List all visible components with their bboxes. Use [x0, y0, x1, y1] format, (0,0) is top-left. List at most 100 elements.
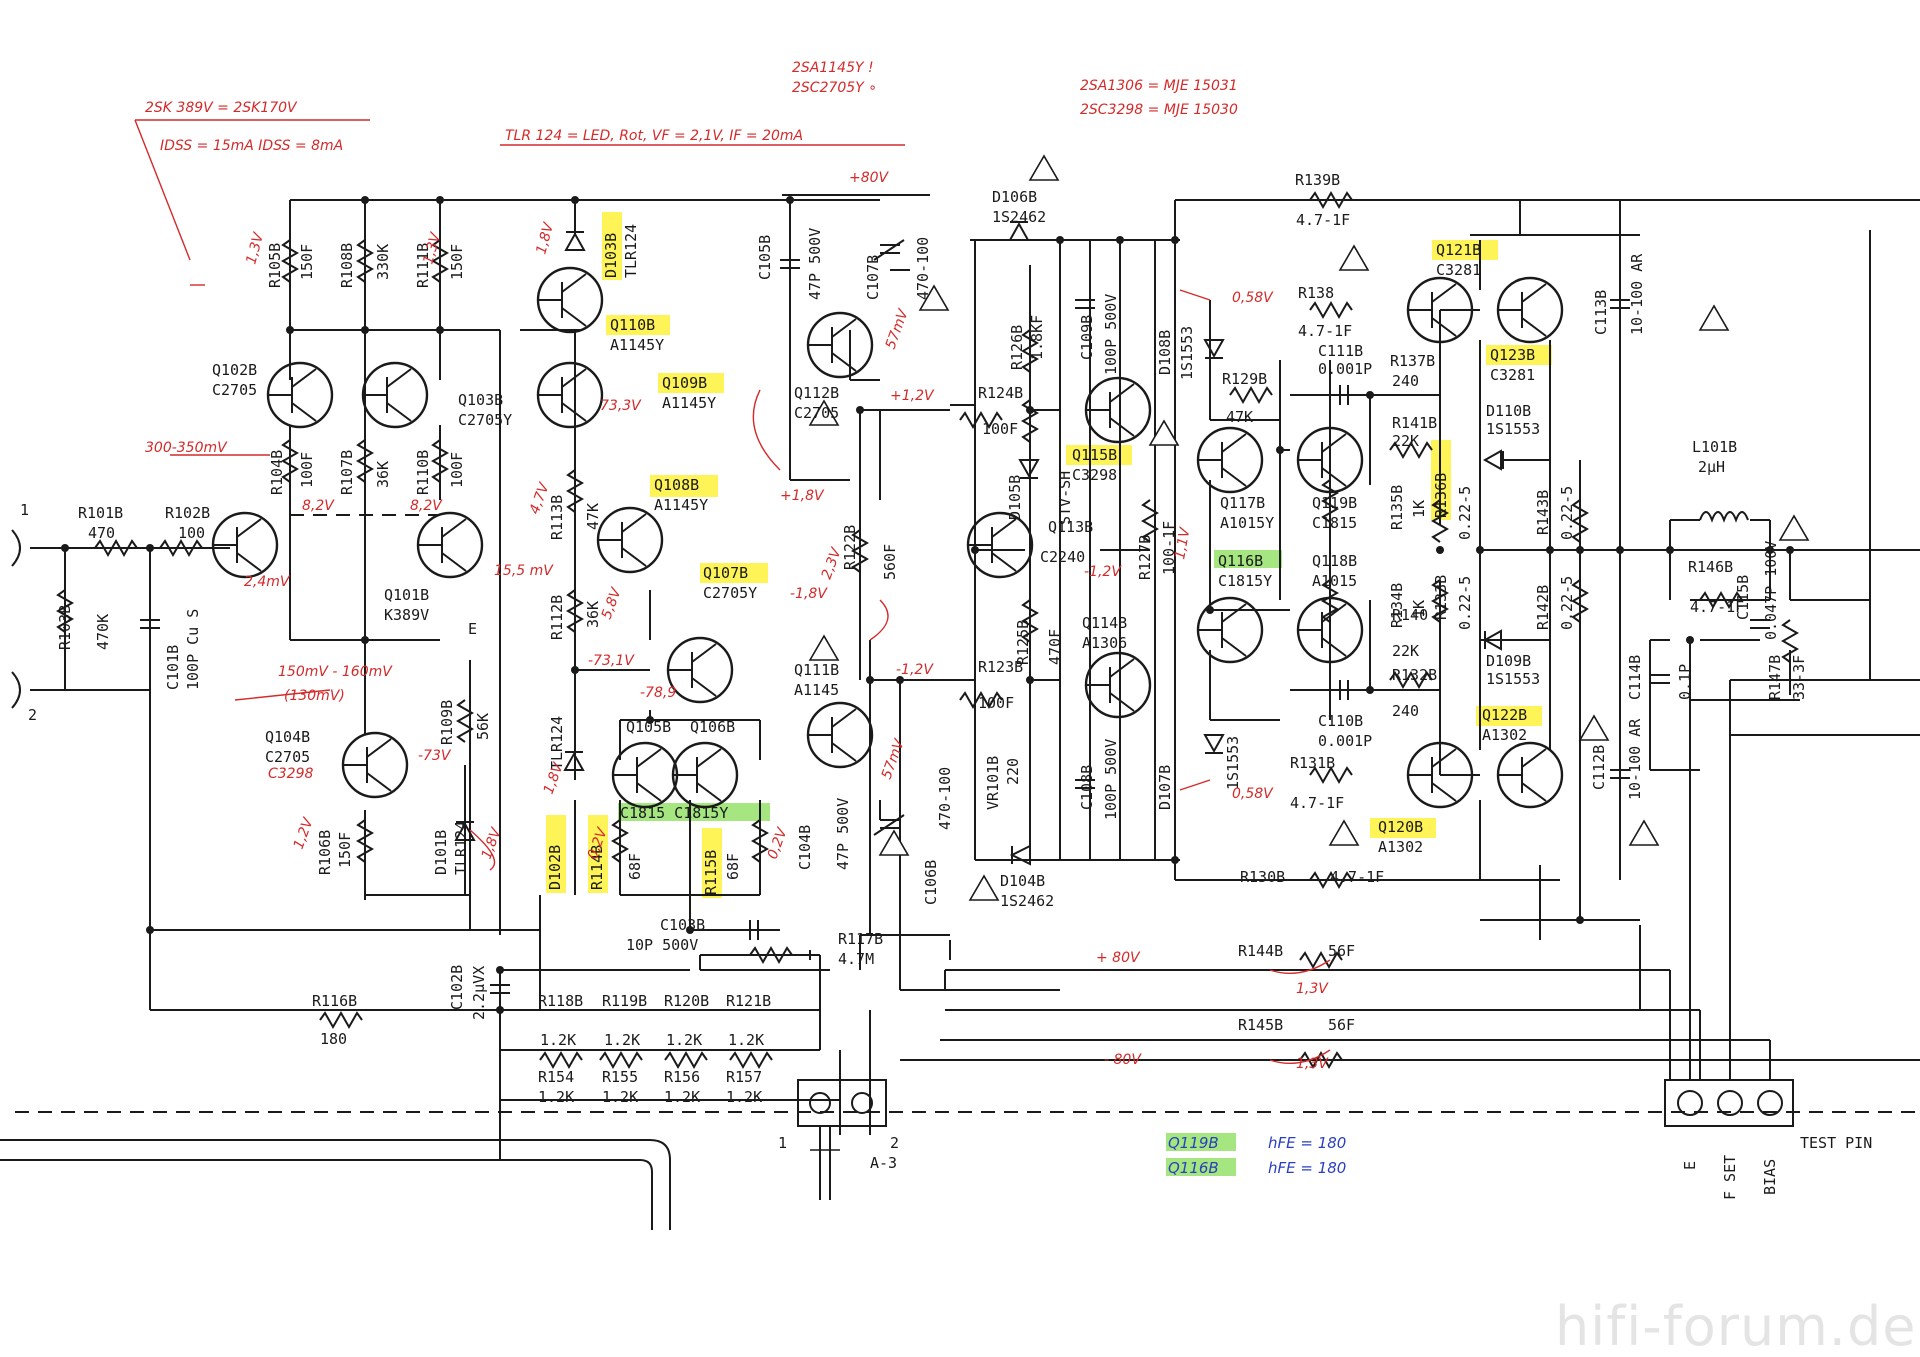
- c107b-val: 470-100: [914, 237, 932, 300]
- q113b-ref: Q113B: [1048, 518, 1093, 536]
- q119b-ref: Q119B: [1312, 494, 1357, 512]
- d103b-ref: D103B: [602, 233, 620, 278]
- voltage-v22: +1,8V: [780, 488, 825, 504]
- voltage-v18: 1,8V: [479, 825, 505, 862]
- voltage-v21: 0,2V: [765, 825, 791, 862]
- q108b-ref: Q108B: [654, 476, 699, 494]
- c114b-val: 0.1P: [1676, 664, 1694, 700]
- q122b-ref: Q122B: [1482, 706, 1527, 724]
- c113b-val: 10-100 AR: [1628, 253, 1646, 335]
- note-tlr: TLR 124 = LED, Rot, VF = 2,1V, IF = 20mA: [505, 128, 803, 144]
- q108b-symbol: [596, 506, 664, 574]
- rail-neg-label: - 80V: [1104, 1052, 1142, 1068]
- r118b-val: 1.2K: [540, 1031, 576, 1049]
- r130b-ref: R130B: [1240, 868, 1285, 886]
- r107b-val: 36K: [374, 461, 392, 488]
- d109b-ref: D109B: [1486, 652, 1531, 670]
- q118b-ref: Q118B: [1312, 552, 1357, 570]
- q118b-val: A1015: [1312, 572, 1357, 590]
- voltage-v11: 5,8V: [599, 585, 625, 622]
- r117b-val: 4.7M: [838, 950, 874, 968]
- r106b-val: 150F: [336, 832, 354, 868]
- r144b-val: 56F: [1328, 942, 1355, 960]
- note-pnp-1: 2SA1145Y !: [792, 60, 874, 76]
- voltage-v3: 1,8V: [533, 220, 557, 256]
- c114b-ref: C114B: [1626, 655, 1644, 700]
- r134b-val: 1K: [1410, 600, 1428, 618]
- d107b-val: 1S1553: [1224, 736, 1242, 790]
- r138-ref: R138: [1298, 284, 1334, 302]
- r136b-ref: R136B: [1432, 473, 1450, 518]
- voltage-v27: 57mV: [883, 306, 913, 351]
- r127b-val: 100-1F: [1160, 521, 1178, 575]
- r114b-ref: R114B: [588, 845, 606, 890]
- voltage-v12: -73,1V: [588, 653, 635, 669]
- r102b-ref: R102B: [165, 504, 210, 522]
- q106b-symbol: [671, 741, 739, 809]
- q107b-val: C2705Y: [703, 584, 757, 602]
- r129b-val: 47K: [1226, 408, 1253, 426]
- r137b-ref: R137B: [1390, 352, 1435, 370]
- q101b-ref: Q101B: [384, 586, 429, 604]
- q106b-ref: Q106B: [690, 718, 735, 736]
- vr101b-ref: VR101B: [984, 756, 1002, 810]
- q123b-symbol: [1496, 276, 1564, 344]
- r109b-val: 56K: [474, 713, 492, 740]
- junction-dots: [61, 196, 1794, 1014]
- c101b-val: 100P Cu S: [184, 609, 202, 690]
- r139b-val: 4.7-1F: [1296, 211, 1350, 229]
- r142b-ref: R142B: [1534, 585, 1552, 630]
- q107b-ref: Q107B: [703, 564, 748, 582]
- r129b-ref: R129B: [1222, 370, 1267, 388]
- note-fet-equiv: 2SK 389V = 2SK170V: [145, 100, 298, 116]
- r125b-val: 470F: [1046, 629, 1064, 665]
- q110b-ref: Q110B: [610, 316, 655, 334]
- r147b-val: 33-3F: [1790, 655, 1808, 700]
- q109b-val: A1145Y: [662, 394, 716, 412]
- r122b-ref: R122B: [841, 525, 859, 570]
- c106b-val: 470-100: [936, 767, 954, 830]
- q101b-fet-left: [211, 511, 279, 579]
- r109b-ref: R109B: [438, 700, 456, 745]
- r119b-val: 1.2K: [604, 1031, 640, 1049]
- r145b-val: 56F: [1328, 1016, 1355, 1034]
- r113b-val: 47K: [584, 503, 602, 530]
- voltage-v9: 73,3V: [600, 398, 642, 414]
- r131b-val: 4.7-1F: [1290, 794, 1344, 812]
- voltage-v6: 8,2V: [410, 498, 443, 514]
- q121b-symbol: [1406, 276, 1474, 344]
- c107b-ref: C107B: [864, 255, 882, 300]
- q115b-val: C3298: [1072, 466, 1117, 484]
- note-out-2: 2SC3298 = MJE 15030: [1080, 102, 1238, 118]
- q115b-symbol: [1084, 376, 1152, 444]
- r135b-ref: R135B: [1388, 485, 1406, 530]
- r116b-ref: R116B: [312, 992, 357, 1010]
- vr101b-val: 220: [1004, 758, 1022, 785]
- r143b-ref: R143B: [1534, 490, 1552, 535]
- q104b-ref: Q104B: [265, 728, 310, 746]
- rail-pos-label: + 80V: [1096, 950, 1141, 966]
- r110b-val: 100F: [448, 452, 466, 488]
- q102b-val: C2705: [212, 381, 257, 399]
- diodes: [454, 221, 1504, 866]
- hfe-note-1-value: hFE = 180: [1268, 1134, 1346, 1152]
- r126b-ref: R126B: [1008, 325, 1026, 370]
- q103b-symbol: [361, 361, 429, 429]
- r114b-val: 68F: [626, 853, 644, 880]
- r106b-ref: R106B: [316, 830, 334, 875]
- r108b-val: 330K: [374, 244, 392, 280]
- c110b-ref: C110B: [1318, 712, 1363, 730]
- voltage-v28: 57mV: [879, 736, 909, 781]
- r105b-ref: R105B: [266, 243, 284, 288]
- annotation-strokes: [134, 119, 1331, 1065]
- c102b-ref: C102B: [448, 965, 466, 1010]
- l101b-val: 2µH: [1698, 458, 1725, 476]
- q110b-val: A1145Y: [610, 336, 664, 354]
- q114b-val: A1306: [1082, 634, 1127, 652]
- r146b-val: 4.7-1F: [1690, 598, 1744, 616]
- d101b-val: TLR124: [452, 821, 470, 875]
- r101b-ref: R101B: [78, 504, 123, 522]
- voltage-v23: +1,2V: [890, 388, 935, 404]
- q120b-symbol: [1406, 741, 1474, 809]
- voltage-v15: 150mV - 160mV: [278, 664, 393, 680]
